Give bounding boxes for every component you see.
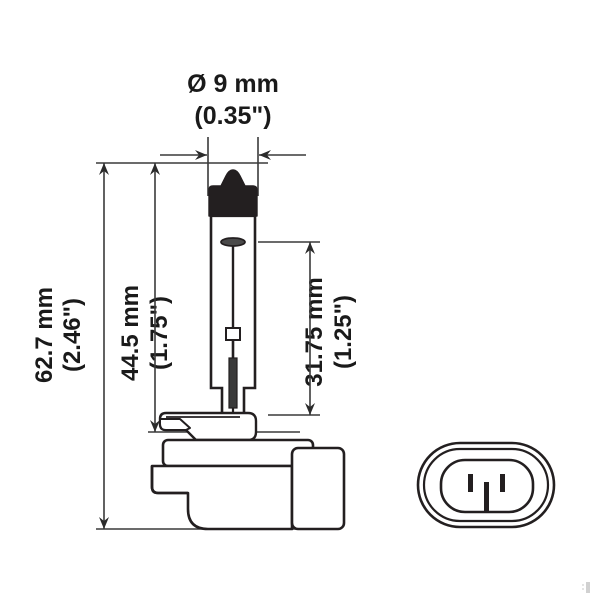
- base-flange: [161, 438, 315, 468]
- overall-length-dimension-mm: 62.7 mm: [31, 287, 58, 383]
- diameter-dimension-inch: (0.35"): [194, 102, 271, 130]
- arrow-overall-bottom: [99, 517, 109, 529]
- dimension-arrowheads: [99, 150, 315, 529]
- mid-length-dimension-mm: 44.5 mm: [117, 285, 144, 381]
- connector-slot-left: [468, 474, 473, 492]
- base-collar-detail: [166, 416, 240, 441]
- corner-watermark: [582, 582, 590, 593]
- arrow-diameter-left: [195, 150, 207, 160]
- glass-length-dimension-mm: 31.75 mm: [301, 277, 328, 386]
- filament-support-disc: [220, 237, 246, 247]
- arrow-glass-bottom: [305, 403, 315, 415]
- filament-base-post: [228, 357, 238, 409]
- arrow-mid-bottom: [150, 420, 160, 432]
- mid-length-dimension-inch: (1.75"): [146, 296, 173, 370]
- arrow-glass-top: [305, 242, 315, 254]
- arrow-diameter-right: [259, 150, 271, 160]
- glass-length-dimension-inch: (1.25"): [330, 295, 357, 369]
- base-collar-tab: [159, 418, 191, 431]
- arrow-overall-top: [99, 163, 109, 175]
- bulb-side-view: [150, 169, 346, 531]
- filament-pinch-seal: [225, 327, 241, 341]
- connector-end-view: [416, 441, 556, 529]
- glass-envelope-outline: [209, 216, 257, 412]
- arrow-mid-top: [150, 163, 160, 175]
- bulb-tip-cap: [208, 169, 258, 217]
- connector-slot-right: [500, 474, 505, 492]
- base-body: [150, 464, 294, 531]
- connector-slot-center: [484, 482, 489, 512]
- base-connector-block: [290, 446, 346, 531]
- base-body-notch: [150, 466, 188, 495]
- overall-length-dimension-inch: (2.46"): [59, 298, 86, 372]
- diameter-dimension-mm: Ø 9 mm: [187, 70, 279, 98]
